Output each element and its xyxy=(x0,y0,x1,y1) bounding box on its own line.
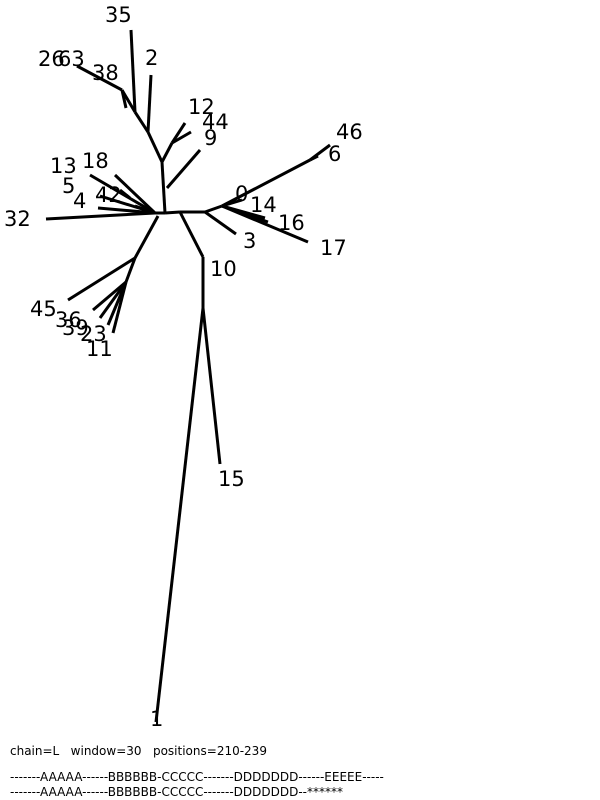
leaf-label: 6 xyxy=(328,142,341,166)
leaf-labels: 35 2 26 63 38 12 44 9 46 6 13 18 5 42 4 … xyxy=(4,3,363,731)
leaf-label: 17 xyxy=(320,236,347,260)
branch xyxy=(129,29,137,113)
branch xyxy=(160,161,167,214)
branch xyxy=(67,256,136,302)
branch xyxy=(178,211,205,258)
phylogenetic-tree: 35 2 26 63 38 12 44 9 46 6 13 18 5 42 4 … xyxy=(4,3,363,731)
sequence-row-2: -------AAAAA------BBBBBB-CCCCC-------DDD… xyxy=(10,785,343,799)
leaf-label: 45 xyxy=(30,297,57,321)
leaf-label: 9 xyxy=(204,126,217,150)
leaf-label: 11 xyxy=(86,337,113,361)
branch xyxy=(221,158,311,208)
branch xyxy=(92,280,127,312)
leaf-label: 2 xyxy=(145,46,158,70)
branch xyxy=(204,210,237,236)
leaf-label: 14 xyxy=(250,193,277,217)
leaf-label: 0 xyxy=(235,182,248,206)
leaf-label: 44 xyxy=(202,110,229,134)
branch xyxy=(204,204,223,214)
tree-branches xyxy=(45,29,331,723)
branch xyxy=(165,149,202,189)
leaf-label: 36 xyxy=(55,308,82,332)
branch xyxy=(221,204,309,244)
branch xyxy=(76,64,123,92)
branch xyxy=(309,154,319,162)
branch xyxy=(164,210,181,215)
branch xyxy=(146,74,153,133)
branch xyxy=(89,173,156,215)
leaf-label: 38 xyxy=(92,61,119,85)
leaf-label: 13 xyxy=(50,154,77,178)
leaf-label: 32 xyxy=(4,207,31,231)
leaf-label: 26 xyxy=(38,47,65,71)
leaf-label: 5 xyxy=(62,174,75,198)
branch xyxy=(124,257,137,283)
branch xyxy=(171,130,192,145)
leaf-label: 23 xyxy=(80,322,107,346)
leaf-label: 3 xyxy=(243,229,256,253)
leaf-label: 35 xyxy=(105,3,132,27)
branch xyxy=(170,122,187,144)
leaf-label: 10 xyxy=(210,257,237,281)
branch xyxy=(98,281,128,319)
branch xyxy=(160,142,174,163)
branch xyxy=(221,198,243,208)
branch xyxy=(119,188,131,200)
leaf-label: 4 xyxy=(73,189,86,213)
branch xyxy=(133,111,150,133)
parameters-caption: chain=L window=30 positions=210-239 xyxy=(10,744,267,758)
branch xyxy=(201,307,222,465)
leaf-label: 15 xyxy=(218,467,245,491)
sequence-row-1: -------AAAAA------BBBBBB-CCCCC-------DDD… xyxy=(10,770,384,784)
leaf-label: 12 xyxy=(188,95,215,119)
branch xyxy=(133,215,160,259)
leaf-label: 39 xyxy=(62,316,89,340)
branch xyxy=(111,281,128,334)
branch xyxy=(120,89,128,109)
leaf-label: 16 xyxy=(278,211,305,235)
branch xyxy=(45,211,156,221)
leaf-label: 1 xyxy=(150,707,163,731)
branch xyxy=(113,173,157,215)
branch xyxy=(154,307,205,723)
branch xyxy=(146,131,164,163)
leaf-label: 46 xyxy=(336,120,363,144)
leaf-label: 42 xyxy=(95,183,122,207)
leaf-label: 63 xyxy=(58,47,85,71)
leaf-label: 18 xyxy=(82,149,109,173)
